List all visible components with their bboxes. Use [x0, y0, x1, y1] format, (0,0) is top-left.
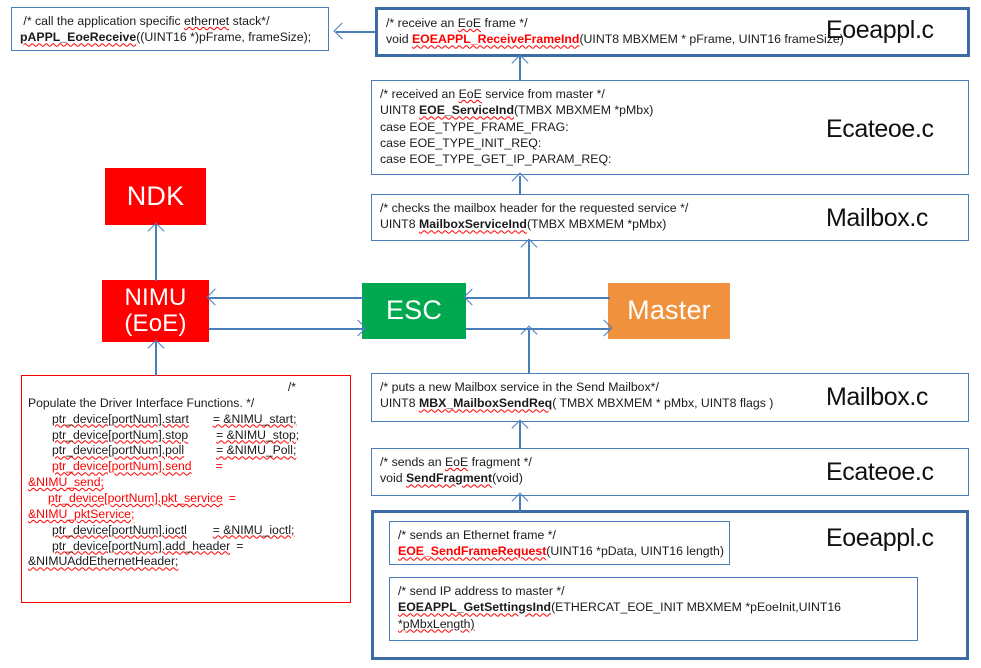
mailbox-service-prefix: UINT8	[380, 217, 419, 232]
eoe-service-case-3: case EOE_TYPE_GET_IP_PARAM_REQ:	[380, 152, 612, 167]
connector-esc-to-nimu	[209, 297, 364, 299]
connector-nimu-to-esc	[209, 328, 364, 330]
mailbox-send-prefix: UINT8	[380, 396, 419, 411]
driver-interface-line-10-left: ptr_device[portNum].ioctl	[52, 522, 187, 537]
receive-frame-prefix: void	[386, 32, 412, 47]
box-send-frame-request: /* sends an Ethernet frame */ EOE_SendFr…	[389, 521, 730, 565]
box-app-callback: /* call the application specific etherne…	[11, 7, 329, 51]
connector-sendfragment-to-mailboxsend	[519, 422, 521, 449]
arrowhead-mailboxsend	[511, 419, 529, 437]
driver-interface-line-1: /*	[287, 380, 296, 394]
box-mailbox-service-ind: /* checks the mailbox header for the req…	[371, 194, 969, 241]
mailbox-service-args: (TMBX MBXMEM *pMbx)	[526, 217, 667, 232]
send-fragment-comment: /* sends an EoE fragment */	[380, 455, 532, 469]
mailbox-service-function: MailboxServiceInd	[418, 217, 527, 232]
connector-mailboxsend-to-esclink	[528, 328, 530, 374]
block-ndk: NDK	[105, 168, 206, 225]
arrowhead-appcallback	[333, 22, 351, 40]
driver-interface-line-11-right: =	[236, 538, 244, 553]
block-master-label: Master	[627, 295, 711, 326]
box-eoe-service: /* received an EoE service from master *…	[371, 80, 969, 175]
arrowhead-ndk	[147, 222, 165, 240]
block-nimu-label-line1: NIMU	[124, 283, 187, 311]
connector-receiveframe-to-appcallback	[336, 31, 376, 33]
connector-master-to-esc	[466, 297, 610, 299]
driver-interface-line-2: Populate the Driver Interface Functions.…	[28, 395, 255, 410]
driver-interface-line-6-right: =	[215, 459, 223, 474]
connector-driverinterface-to-nimu	[155, 342, 157, 376]
driver-interface-line-3-left: ptr_device[portNum].start	[52, 411, 189, 426]
get-settings-args: (ETHERCAT_EOE_INIT MBXMEM *pEoeInit,UINT…	[551, 600, 842, 615]
mailbox-send-comment: /* puts a new Mailbox service in the Sen…	[380, 380, 659, 394]
receive-frame-comment: /* receive an EoE frame */	[386, 16, 528, 30]
driver-interface-line-11-left: ptr_device[portNum].add_header	[52, 538, 231, 553]
eoe-service-comment: /* received an EoE service from master *…	[380, 87, 605, 101]
block-esc-label: ESC	[385, 295, 443, 326]
send-frame-function: EOE_SendFrameRequest	[398, 544, 547, 559]
arrowhead-eoeservice	[511, 172, 529, 190]
connector-nimu-to-ndk	[155, 225, 157, 281]
driver-interface-line-6-left: ptr_device[portNum].send	[52, 459, 192, 474]
block-esc: ESC	[362, 283, 466, 339]
app-callback-args: ((UINT16 *)pFrame, frameSize);	[136, 30, 312, 45]
block-nimu: NIMU (EoE)	[102, 280, 209, 342]
box-send-fragment: /* sends an EoE fragment */ void SendFra…	[371, 448, 969, 496]
box-driver-interface: /* Populate the Driver Interface Functio…	[21, 375, 351, 603]
driver-interface-line-7: &NIMU_send;	[28, 475, 104, 490]
arrowhead-esc-from-master	[463, 288, 481, 306]
driver-interface-line-10-right: = &NIMU_ioctl;	[212, 522, 295, 537]
connector-mastertoesc-to-mailboxservice	[528, 241, 530, 297]
driver-interface-line-4-left: ptr_device[portNum].stop	[52, 427, 189, 442]
send-fragment-args: (void)	[492, 471, 523, 486]
driver-interface-line-4-right: = &NIMU_stop;	[216, 427, 300, 442]
send-fragment-prefix: void	[380, 471, 406, 486]
block-ndk-label: NDK	[126, 180, 185, 211]
driver-interface-line-8-left: ptr_device[portNum].pkt_service	[48, 491, 223, 506]
arrowhead-receiveframe	[511, 54, 529, 72]
mailbox-service-comment: /* checks the mailbox header for the req…	[380, 201, 689, 215]
mailbox-send-args: ( TMBX MBXMEM * pMbx, UINT8 flags )	[552, 396, 774, 411]
driver-interface-line-3-right: = &NIMU_start;	[212, 411, 297, 426]
eoe-service-function: EOE_ServiceInd	[418, 103, 514, 118]
file-label-ecateoe-top: Ecateoe.c	[826, 115, 934, 143]
driver-interface-line-5-right: = &NIMU_Poll;	[216, 443, 297, 458]
connector-eoeservice-to-receiveframe	[519, 57, 521, 81]
driver-interface-line-5-left: ptr_device[portNum].poll	[52, 443, 185, 458]
file-label-ecateoe-bottom: Ecateoe.c	[826, 458, 934, 486]
eoe-service-args: (TMBX MBXMEM *pMbx)	[513, 103, 654, 118]
block-nimu-label-line2: (EoE)	[124, 310, 187, 337]
driver-interface-line-12: &NIMUAddEthernetHeader;	[28, 554, 179, 569]
file-label-eoeappl-top: Eoeappl.c	[826, 16, 934, 44]
arrowhead-nimu	[206, 288, 224, 306]
send-frame-comment: /* sends an Ethernet frame */	[398, 528, 556, 542]
driver-interface-line-9: &NIMU_pktService;	[28, 506, 135, 521]
file-label-mailbox-top: Mailbox.c	[826, 204, 928, 232]
app-callback-comment: /* call the application specific etherne…	[20, 14, 270, 28]
mailbox-send-function: MBX_MailboxSendReq	[418, 396, 553, 411]
connector-mailboxservice-to-eoeservice	[519, 176, 521, 195]
arrowhead-mailboxservice	[520, 238, 538, 256]
send-fragment-function: SendFragment	[405, 471, 493, 486]
get-settings-args-cont: *pMbxLength)	[398, 616, 475, 631]
eoe-service-prefix: UINT8	[380, 103, 419, 118]
file-label-mailbox-bottom: Mailbox.c	[826, 383, 928, 411]
driver-interface-line-8-right: =	[228, 491, 236, 506]
get-settings-function: EOEAPPL_GetSettingsInd	[398, 600, 552, 615]
eoe-service-case-2: case EOE_TYPE_INIT_REQ:	[380, 136, 542, 151]
connector-esc-to-master	[466, 328, 610, 330]
receive-frame-function: EOEAPPL_ReceiveFrameInd	[411, 32, 580, 47]
app-callback-function: pAPPL_EoeReceive	[20, 30, 137, 45]
send-frame-args: (UINT16 *pData, UINT16 length)	[546, 544, 724, 559]
box-get-settings-ind: /* send IP address to master */ EOEAPPL_…	[389, 577, 918, 641]
receive-frame-args: (UINT8 MBXMEM * pFrame, UINT16 frameSize…	[579, 32, 844, 47]
box-receive-frame: /* receive an EoE frame */ void EOEAPPL_…	[375, 7, 970, 57]
get-settings-comment: /* send IP address to master */	[398, 584, 565, 598]
arrowhead-nimu-from-driver	[147, 339, 165, 357]
file-label-eoeappl-bottom: Eoeappl.c	[826, 524, 934, 552]
eoe-service-case-1: case EOE_TYPE_FRAME_FRAG:	[380, 119, 569, 134]
box-mailbox-send-req: /* puts a new Mailbox service in the Sen…	[371, 373, 969, 422]
connector-eoeappl-to-sendfragment	[519, 496, 521, 512]
block-master: Master	[608, 283, 730, 339]
